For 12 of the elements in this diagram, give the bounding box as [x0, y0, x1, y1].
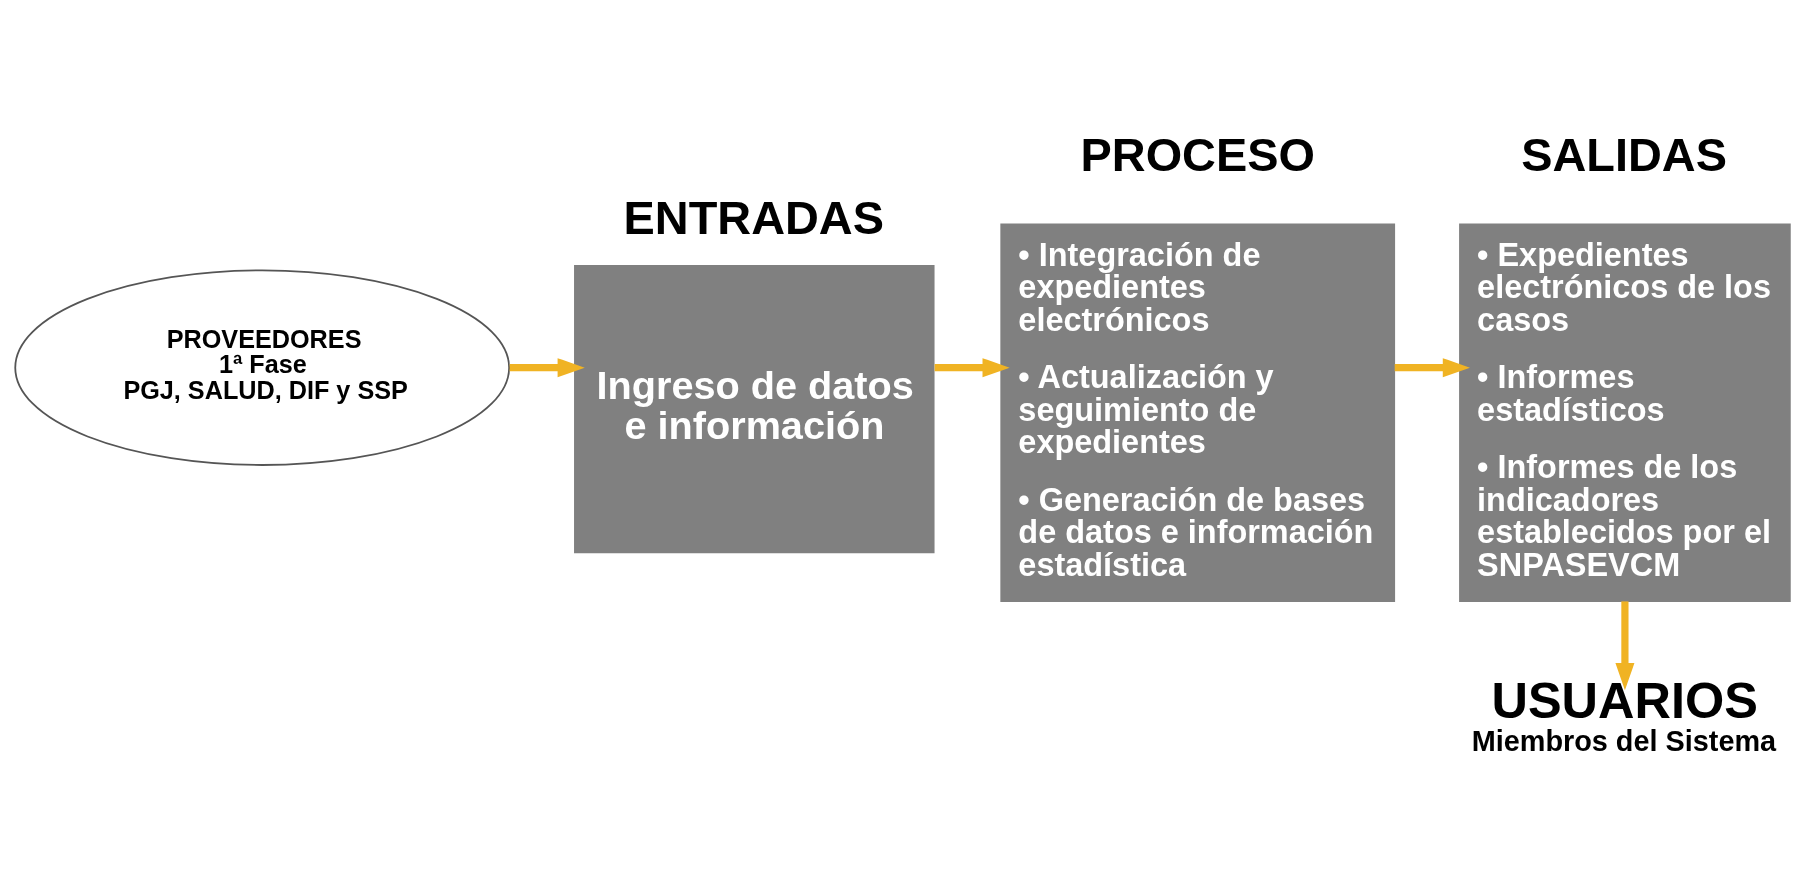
node-ellipse: PROVEEDORES 1ª Fase PGJ, SALUD, DIF y SSP [14, 268, 511, 466]
arrow [1615, 600, 1635, 690]
arrow [934, 357, 1010, 377]
node-text: USUARIOS Miembros del Sistema [1471, 671, 1777, 757]
node-label: SALIDAS [1521, 128, 1727, 181]
arrow [1394, 357, 1470, 377]
node-box: • Expedientes electrónicos de los casos • Informes estadísticos • Informes de los indicadores establecidos por el SNPASEVCM [1459, 222, 1791, 602]
node-box: • Integración de expedientes electrónicos • Actualización y seguimiento de expedientes • Generación de bases de datos e información estadística [1000, 222, 1396, 602]
node-label: PROCESO [1080, 128, 1315, 181]
node-label: ENTRADAS [623, 191, 884, 244]
arrow [509, 357, 585, 377]
node-box: Ingreso de datos e información [574, 264, 935, 553]
